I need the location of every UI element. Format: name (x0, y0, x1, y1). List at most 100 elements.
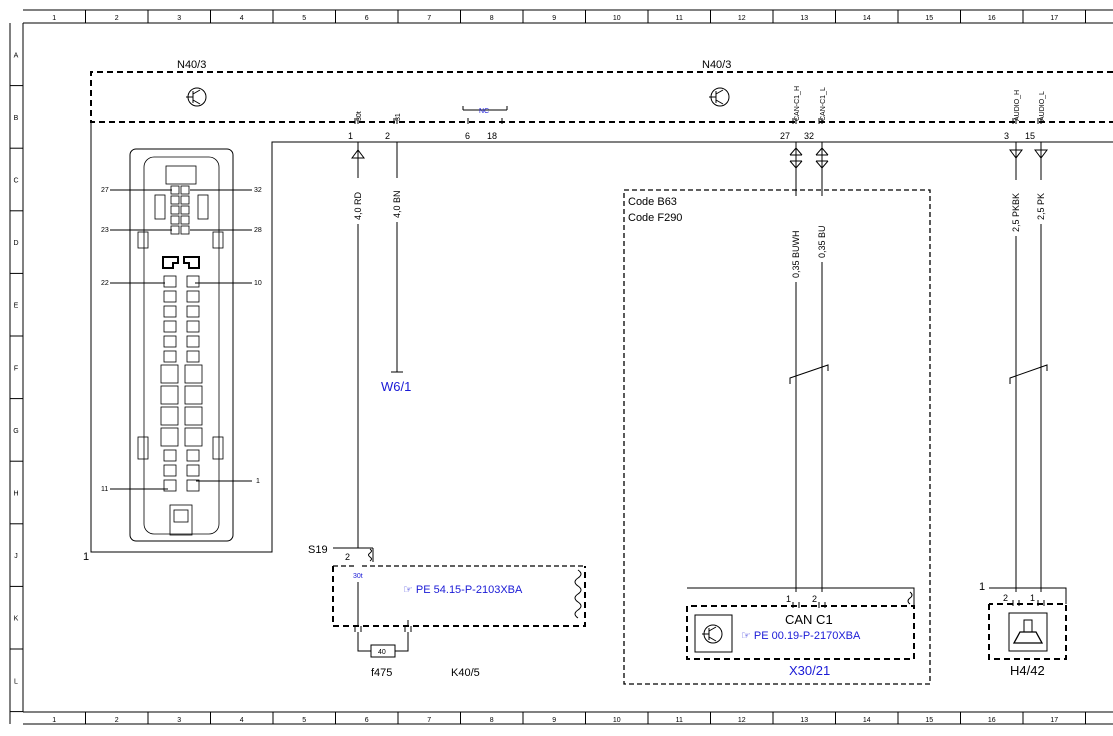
h4-label: H4/42 (1010, 663, 1045, 678)
x30-reference[interactable]: ☞ PE 00.19-P-2170XBA (741, 630, 861, 642)
wire-can-h: 0,35 BUWH (789, 142, 803, 592)
k40-reference[interactable]: ☞ PE 54.15-P-2103XBA (403, 584, 523, 596)
column-label: 14 (863, 15, 871, 22)
column-label: 4 (240, 15, 244, 22)
pin-3: 3 (1004, 131, 1009, 141)
pointer-hand-icon: ☞ (741, 630, 754, 642)
pin-1: 1 (348, 131, 353, 141)
row-label: G (13, 428, 18, 435)
connector-cavity (160, 406, 179, 426)
connector-cavity (163, 290, 177, 303)
connector-cavity (184, 385, 203, 405)
connector-cavity (163, 275, 177, 288)
speaker-icon (1012, 619, 1044, 644)
connector-cavity (163, 335, 177, 348)
column-label: 2 (115, 717, 119, 724)
column-label: 6 (365, 15, 369, 22)
connector-cavity (186, 464, 200, 477)
conn-label-23: 23 (101, 227, 109, 234)
code-f290-label: Code F290 (628, 212, 682, 224)
column-label: 2 (115, 15, 119, 22)
h4-pin-one: 1 (979, 581, 985, 593)
connector-cavity (170, 195, 180, 205)
connector-cavity (170, 185, 180, 195)
pin-audio-l-label: AUDIO_L (1039, 91, 1046, 121)
connector-cavity (186, 320, 200, 333)
row-label: J (14, 553, 18, 560)
column-label: 13 (800, 15, 808, 22)
connector-cavity (184, 406, 203, 426)
column-labels: 1122334455667788991010111112121313141415… (52, 15, 1058, 724)
can-c1-label: CAN C1 (785, 612, 833, 627)
column-label: 10 (613, 15, 621, 22)
pin-31-label: 31 (395, 113, 402, 121)
column-label: 12 (738, 717, 746, 724)
column-label: 4 (240, 717, 244, 724)
row-label: H (13, 491, 18, 498)
column-label: 14 (863, 717, 871, 724)
column-label: 15 (925, 717, 933, 724)
k40-relay-box: S19 2 30t ☞ PE 54.15-P-2103XBA 40 f475 K… (308, 544, 586, 679)
row-label: E (14, 303, 19, 310)
connector-cavity (160, 364, 179, 384)
connector-cavity (163, 479, 177, 492)
fuse-value: 40 (378, 649, 386, 656)
connector-cavity (186, 290, 200, 303)
column-label: 3 (177, 15, 181, 22)
module-symbol-icon (709, 87, 730, 107)
x30-pin-1: 1 (786, 594, 791, 604)
connector-cavity (180, 215, 190, 225)
n40-module: N40/3 N40/3 NC (90, 59, 1113, 124)
row-label: D (13, 240, 18, 247)
connector-cavity (160, 385, 179, 405)
connector-cavity (163, 350, 177, 363)
column-label: 9 (552, 717, 556, 724)
pin-27: 27 (780, 131, 790, 141)
connector-cavity (180, 195, 190, 205)
pin-18: 18 (487, 131, 497, 141)
pin-2: 2 (385, 131, 390, 141)
connector-cavity (180, 185, 190, 195)
twisted-pair-mark (789, 364, 829, 384)
column-label: 8 (490, 15, 494, 22)
twisted-pair-mark (1009, 364, 1048, 384)
wire-label-bu: 0,35 BU (817, 225, 827, 258)
column-label: 8 (490, 717, 494, 724)
connector-cavity (180, 225, 190, 235)
column-label: 3 (177, 717, 181, 724)
column-label: 12 (738, 15, 746, 22)
nc-label: NC (479, 108, 489, 115)
conn-label-22: 22 (101, 280, 109, 287)
connector-cavity (163, 464, 177, 477)
column-label: 13 (800, 717, 808, 724)
column-label: 1 (52, 717, 56, 724)
wire-label-pkbk: 2,5 PKBK (1011, 193, 1021, 232)
n40-right-label: N40/3 (702, 59, 731, 71)
module-symbol-icon (702, 624, 723, 644)
h4-pin-1: 1 (1030, 593, 1035, 603)
pin-32: 32 (804, 131, 814, 141)
s19-label: S19 (308, 544, 328, 556)
row-label: F (14, 365, 18, 372)
module-symbol-icon (186, 87, 207, 107)
connector-cavity (163, 305, 177, 318)
conn-label-10: 10 (254, 280, 262, 287)
code-box: Code B63 Code F290 (623, 189, 931, 685)
f475-label: f475 (371, 667, 392, 679)
s19-30t-label: 30t (353, 573, 363, 580)
wire-label-bn: 4,0 BN (392, 190, 402, 218)
s19-pin-2: 2 (345, 552, 350, 562)
column-label: 15 (925, 15, 933, 22)
h4-pin-2: 2 (1003, 593, 1008, 603)
pin-can-l-label: CAN-C1_L (820, 87, 827, 121)
column-label: 7 (427, 15, 431, 22)
connector-cavity (184, 427, 203, 447)
x30-pin-2: 2 (812, 594, 817, 604)
nc-bracket: NC (462, 106, 508, 124)
column-label: 16 (988, 717, 996, 724)
module-outline: 1 (83, 122, 1113, 563)
conn-label-27: 27 (101, 187, 109, 194)
row-label: A (14, 52, 19, 59)
